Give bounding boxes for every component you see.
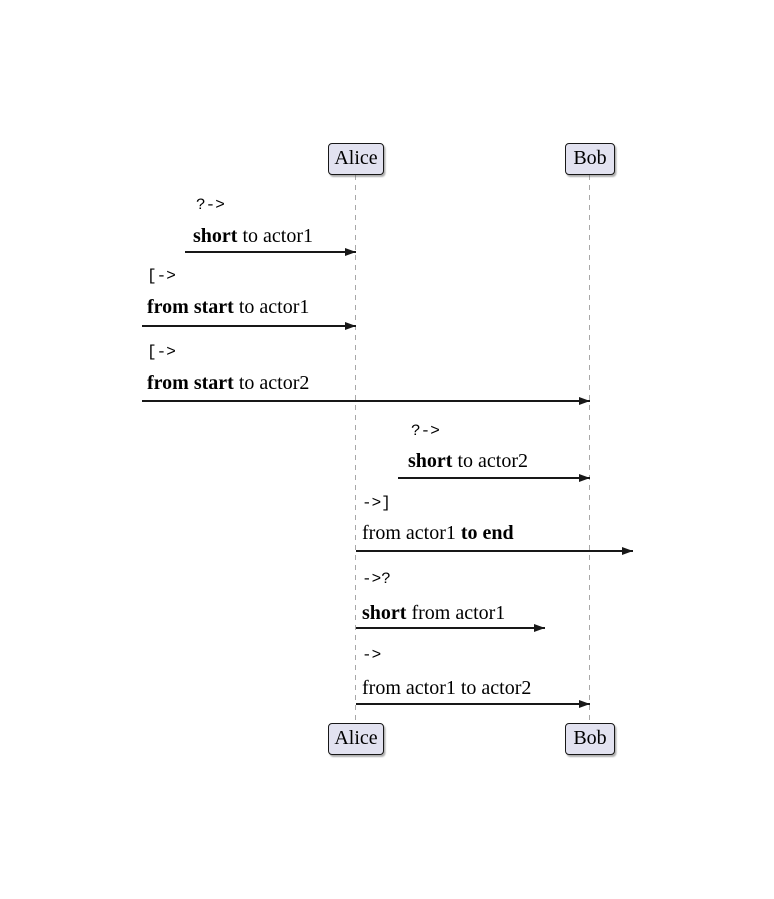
arrowhead-icon <box>534 623 545 632</box>
arrowhead-icon <box>622 546 633 555</box>
label-post: to actor1 <box>237 225 313 247</box>
message-label: from start to actor1 <box>147 295 309 319</box>
label-bold: short <box>193 225 238 247</box>
message-label: short from actor1 <box>362 601 505 625</box>
message-operator: -> <box>362 646 382 664</box>
message-label: short to actor2 <box>408 449 528 473</box>
actor-box-bob-top: Bob <box>565 143 615 175</box>
label-bold: from start <box>147 296 234 318</box>
arrowhead-icon <box>579 699 590 708</box>
message-operator: ?-> <box>196 196 225 214</box>
message-arrow-line <box>142 396 590 405</box>
label-pre: from actor1 <box>362 522 461 544</box>
message-operator: ?-> <box>411 422 440 440</box>
label-post: to actor1 <box>233 296 310 318</box>
arrowhead-icon <box>579 473 590 482</box>
message-operator: ->] <box>362 494 391 512</box>
arrowhead-icon <box>579 396 590 405</box>
message-operator: ->? <box>362 570 391 588</box>
label-post: to actor2 <box>452 450 528 472</box>
message-arrow-line <box>185 247 356 256</box>
message-label: from actor1 to end <box>362 521 514 545</box>
message-label: short to actor1 <box>193 224 313 248</box>
actor-box-bob-bottom: Bob <box>565 723 615 755</box>
label-post: from actor1 <box>406 602 506 624</box>
label-bold: short <box>362 602 407 624</box>
actor-box-alice-bottom: Alice <box>328 723 384 755</box>
label-post: to actor2 <box>233 372 310 394</box>
arrowhead-icon <box>345 247 356 256</box>
message-arrow-line <box>356 699 590 708</box>
message-label: from actor1 to actor2 <box>362 676 531 700</box>
message-arrow-line <box>398 473 590 482</box>
lifeline-bob <box>589 175 590 723</box>
label-pre: from actor1 to actor2 <box>362 677 532 699</box>
arrowhead-icon <box>345 321 356 330</box>
label-bold: short <box>408 450 453 472</box>
message-arrow-line <box>142 321 356 330</box>
message-label: from start to actor2 <box>147 371 309 395</box>
actor-box-alice-top: Alice <box>328 143 384 175</box>
label-bold: to end <box>460 522 514 544</box>
label-bold: from start <box>147 372 234 394</box>
message-arrow-line <box>356 623 545 632</box>
message-operator: [-> <box>147 267 176 285</box>
message-arrow-line <box>356 546 633 555</box>
lifeline-alice <box>355 175 356 723</box>
message-operator: [-> <box>147 343 176 361</box>
